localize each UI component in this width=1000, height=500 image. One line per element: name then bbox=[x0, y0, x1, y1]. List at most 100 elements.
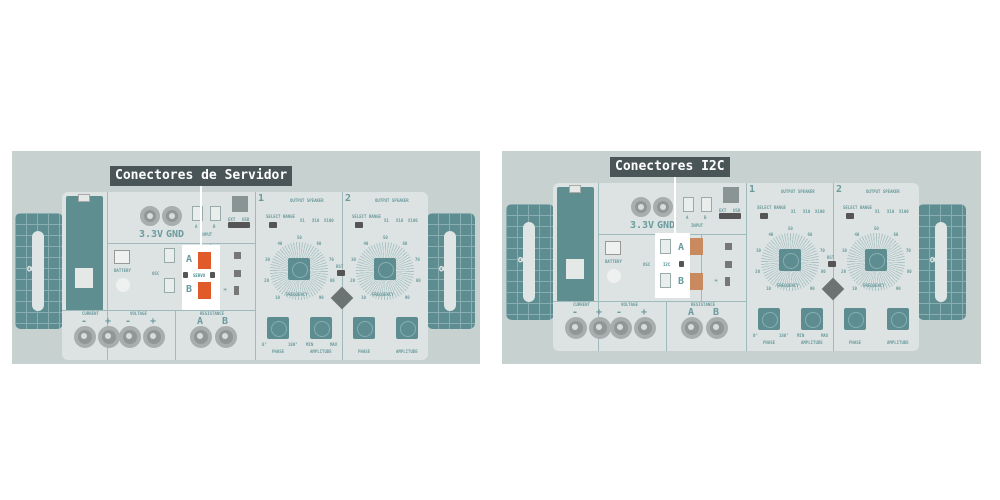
battery-connector[interactable] bbox=[605, 241, 621, 255]
resistance-a: A bbox=[197, 316, 204, 327]
osc-connector-bottom[interactable] bbox=[164, 278, 175, 293]
dial-tick-label: 20 bbox=[841, 268, 846, 274]
resistance-post-a[interactable] bbox=[681, 317, 703, 339]
select-range-label-2: SELECT RANGE bbox=[843, 205, 872, 210]
sensor-led bbox=[234, 286, 239, 295]
dial-tick-label: 90 bbox=[809, 286, 815, 292]
output-speaker-label-2: OUTPUT SPEAKER bbox=[866, 189, 900, 194]
amplitude-knob-2[interactable] bbox=[396, 317, 418, 339]
input-connector-a[interactable] bbox=[192, 206, 203, 221]
power-post-3v3[interactable] bbox=[140, 206, 160, 226]
resistance-post-a[interactable] bbox=[190, 326, 212, 348]
dial-tick-label: 80 bbox=[820, 268, 826, 274]
select-range-button-1[interactable] bbox=[760, 213, 768, 219]
dial-tick-label: 70 bbox=[905, 248, 911, 254]
power-label-gnd: GND bbox=[166, 229, 185, 240]
select-range-button-2[interactable] bbox=[846, 213, 854, 219]
dial-tick-label: 90 bbox=[895, 286, 901, 292]
rst-label: RST bbox=[336, 264, 344, 269]
input-connector-a[interactable] bbox=[683, 197, 694, 212]
dial-tick-label: 80 bbox=[329, 277, 335, 283]
select-range-button-1[interactable] bbox=[269, 222, 277, 228]
current-post-minus[interactable] bbox=[565, 317, 587, 339]
voltage-post-plus[interactable] bbox=[143, 326, 165, 348]
osc-label: OSC bbox=[643, 262, 651, 267]
dial-tick-label: 50 bbox=[874, 226, 879, 231]
select-range-button-2[interactable] bbox=[355, 222, 363, 228]
phase-label-2: PHASE bbox=[358, 349, 371, 354]
x100-label-2: X100 bbox=[899, 209, 909, 214]
dial-tick-label: 30 bbox=[842, 248, 847, 254]
servo-highlight: A B SERVO bbox=[182, 245, 220, 310]
current-plus: + bbox=[596, 307, 603, 318]
usb-label: USB bbox=[733, 208, 741, 213]
current-post-minus[interactable] bbox=[74, 326, 96, 348]
voltage-post-plus[interactable] bbox=[634, 317, 656, 339]
voltage-post-minus[interactable] bbox=[610, 317, 632, 339]
channel-2-label: 2 bbox=[836, 184, 843, 195]
servo-a-label: A bbox=[186, 254, 193, 265]
servo-jumper-left[interactable] bbox=[183, 272, 188, 278]
i2c-jumper[interactable] bbox=[679, 261, 684, 267]
osc-connector-top[interactable] bbox=[164, 248, 175, 263]
power-label-gnd: GND bbox=[657, 220, 676, 231]
phase-knob-1[interactable] bbox=[758, 308, 780, 330]
reset-button[interactable] bbox=[828, 261, 836, 267]
voltage-plus: + bbox=[641, 307, 648, 318]
x100-label-1: X100 bbox=[324, 218, 334, 223]
dial-tick-label: 60 bbox=[402, 241, 408, 247]
reset-button[interactable] bbox=[337, 270, 345, 276]
right-mount-wing: ∞ bbox=[918, 204, 966, 320]
ext-usb-switch[interactable] bbox=[228, 222, 250, 228]
power-post-gnd[interactable] bbox=[653, 197, 673, 217]
frequency-label-2: FREQUENCY bbox=[863, 283, 885, 288]
phase-label-2: PHASE bbox=[849, 340, 862, 345]
joystick-diamond[interactable] bbox=[821, 277, 845, 301]
channel-1-label: 1 bbox=[258, 193, 265, 204]
dial-tick-label: 40 bbox=[363, 241, 369, 247]
panel-title: Conectores de Servidor bbox=[110, 166, 293, 186]
battery-connector[interactable] bbox=[114, 250, 130, 264]
i2c-label: I2C bbox=[663, 262, 671, 267]
phase-knob-2[interactable] bbox=[353, 317, 375, 339]
input-label: INPUT bbox=[691, 223, 704, 228]
x1-label-1: X1 bbox=[791, 209, 796, 214]
x1-label-1: X1 bbox=[300, 218, 305, 223]
phase-knob-2[interactable] bbox=[844, 308, 866, 330]
ext-usb-switch[interactable] bbox=[719, 213, 741, 219]
i2c-connector-b[interactable] bbox=[660, 273, 671, 288]
amplitude-knob-2[interactable] bbox=[887, 308, 909, 330]
sun-icon: ☀ bbox=[223, 286, 228, 294]
resistance-post-b[interactable] bbox=[215, 326, 237, 348]
amplitude-knob-1[interactable] bbox=[310, 317, 332, 339]
power-post-3v3[interactable] bbox=[631, 197, 651, 217]
phase-180-label: 180° bbox=[288, 342, 298, 347]
power-post-gnd[interactable] bbox=[162, 206, 182, 226]
input-connector-b[interactable] bbox=[210, 206, 221, 221]
amplitude-knob-1[interactable] bbox=[801, 308, 823, 330]
joystick-diamond[interactable] bbox=[330, 286, 354, 310]
phase-knob-1[interactable] bbox=[267, 317, 289, 339]
servo-connector-a[interactable] bbox=[198, 252, 211, 269]
dial-tick-label: 90 bbox=[318, 295, 324, 301]
resistance-label: RESISTANCE bbox=[200, 311, 225, 316]
servo-jumper-right[interactable] bbox=[210, 272, 215, 278]
arduino-nano-module bbox=[66, 194, 103, 311]
i2c-a-label: A bbox=[678, 242, 685, 253]
resistance-post-b[interactable] bbox=[706, 317, 728, 339]
sensor-light bbox=[725, 243, 732, 250]
current-post-plus[interactable] bbox=[589, 317, 611, 339]
dc-jack bbox=[723, 187, 739, 203]
i2c-connectors-panel: ∞ ∞ 3.3V GND A B INPUT EXT USB BATTERY O… bbox=[502, 151, 981, 364]
dial-tick-label: 80 bbox=[906, 268, 912, 274]
current-post-plus[interactable] bbox=[98, 326, 120, 348]
current-minus: - bbox=[81, 316, 88, 327]
servo-connector-b[interactable] bbox=[198, 282, 211, 299]
i2c-connector-a[interactable] bbox=[660, 239, 671, 254]
voltage-post-minus[interactable] bbox=[119, 326, 141, 348]
input-connector-b[interactable] bbox=[701, 197, 712, 212]
